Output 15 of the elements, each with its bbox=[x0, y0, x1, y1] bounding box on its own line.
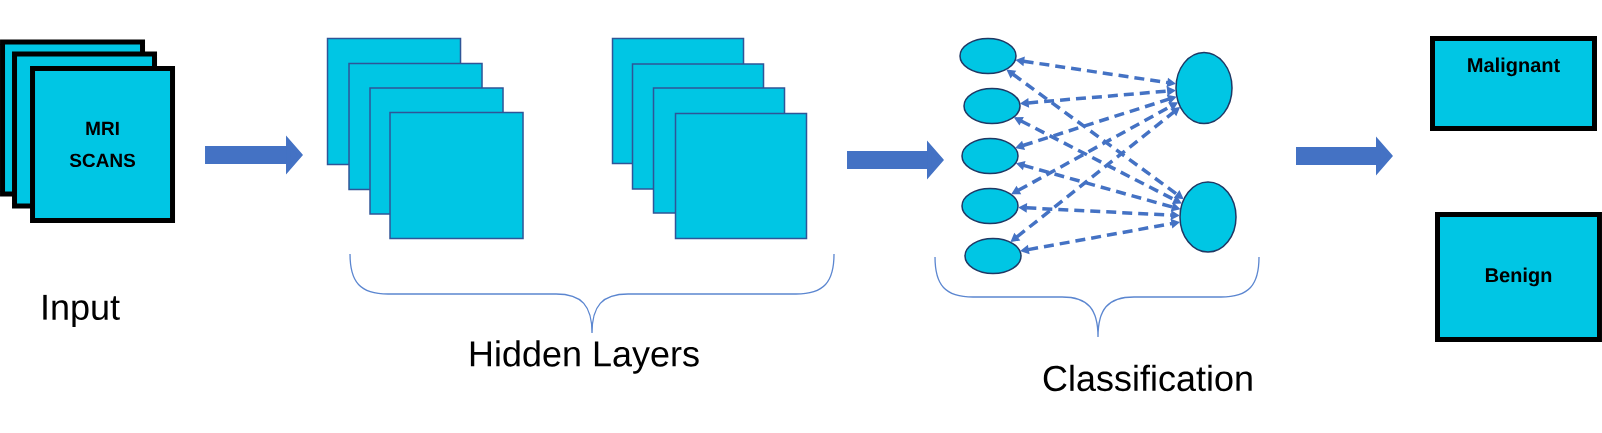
neuron-node bbox=[963, 87, 1021, 125]
feature-map bbox=[674, 112, 808, 240]
neuron-node bbox=[1175, 51, 1233, 125]
scan-stack: MRI SCANS bbox=[0, 39, 176, 223]
neuron-node bbox=[1179, 181, 1237, 253]
neuron-node bbox=[961, 137, 1019, 175]
neuron-node bbox=[964, 237, 1022, 275]
group-label: Hidden Layers bbox=[470, 340, 699, 374]
group-label: Classification bbox=[1043, 364, 1252, 392]
output-box: Malignant bbox=[1430, 36, 1597, 131]
neuron-node bbox=[961, 187, 1019, 225]
neuron-node bbox=[959, 37, 1017, 75]
group-label: Input bbox=[43, 294, 120, 328]
feature-map bbox=[389, 111, 524, 240]
output-box: Benign bbox=[1435, 212, 1602, 342]
